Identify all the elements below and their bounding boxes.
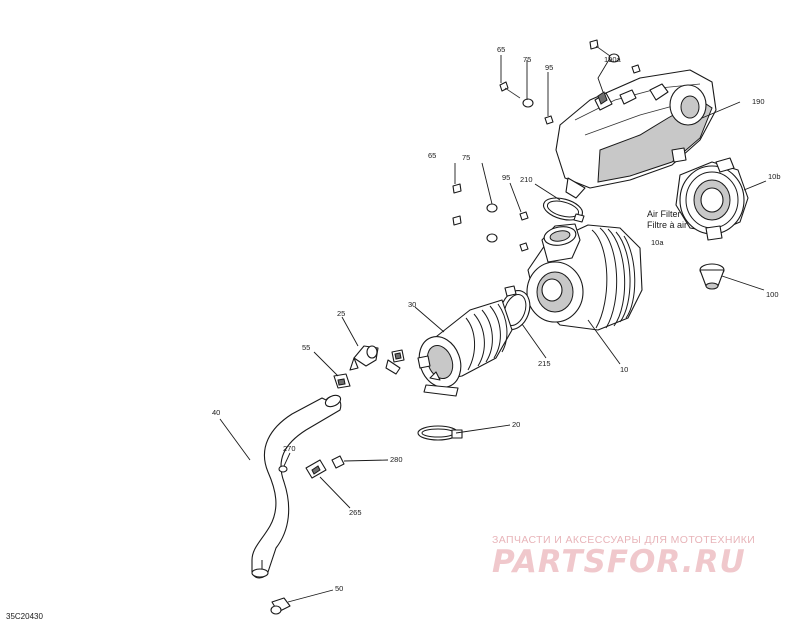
callout-10b: 10b <box>768 172 781 181</box>
intake-duct-30[interactable] <box>412 299 513 397</box>
filter-element-10b[interactable] <box>675 157 749 241</box>
callout-10: 10 <box>620 365 628 374</box>
callout-95: 95 <box>545 63 553 72</box>
clamp-50[interactable] <box>270 597 291 615</box>
callout-75-mid: 75 <box>462 153 470 162</box>
callout-65-mid: 65 <box>428 151 436 160</box>
callout-20: 20 <box>512 420 520 429</box>
clamp-210[interactable] <box>541 194 585 224</box>
watermark-tagline: ЗАПЧАСТИ И АКСЕССУАРЫ ДЛЯ МОТОТЕХНИКИ <box>492 534 755 546</box>
air-filter-housing[interactable] <box>526 223 643 331</box>
clip-55[interactable] <box>333 373 351 389</box>
callout-265: 265 <box>349 508 362 517</box>
callout-50: 50 <box>335 584 343 593</box>
washer-75-top[interactable] <box>522 98 534 108</box>
callout-40: 40 <box>212 408 220 417</box>
clip-pair-25[interactable] <box>385 349 405 375</box>
air-filter-label-fr: Filtre à air <box>647 220 687 230</box>
grommet-270[interactable] <box>278 465 288 473</box>
callout-labels: 65 75 95 190a 190 65 75 95 210 10b 10a 1… <box>212 45 781 593</box>
callout-215: 215 <box>538 359 551 368</box>
callout-100: 100 <box>766 290 779 299</box>
screw-65-top[interactable] <box>499 81 521 99</box>
callout-65: 65 <box>497 45 505 54</box>
callout-95-mid: 95 <box>502 173 510 182</box>
callout-190a: 190a <box>604 55 622 64</box>
callout-190: 190 <box>752 97 765 106</box>
watermark-logo: PARTSFOR.RU <box>492 544 746 580</box>
nut-280[interactable] <box>331 455 345 469</box>
air-filter-label-en: Air Filter <box>647 209 681 219</box>
airbox-cover[interactable] <box>555 69 717 199</box>
nut-95-top[interactable] <box>544 115 554 125</box>
bracket-265[interactable] <box>305 459 327 479</box>
callout-280: 280 <box>390 455 403 464</box>
washer-75-mid[interactable] <box>486 203 498 243</box>
dust-cap-100[interactable] <box>699 263 725 290</box>
callout-25: 25 <box>337 309 345 318</box>
callout-75: 75 <box>523 55 531 64</box>
vent-hose-40[interactable] <box>251 393 342 579</box>
callout-270: 270 <box>283 444 296 453</box>
drawing-number: 35C20430 <box>6 612 43 621</box>
screw-65-mid[interactable] <box>452 183 462 226</box>
elbow-fitting-25[interactable] <box>349 345 379 371</box>
nut-95-mid[interactable] <box>519 211 529 252</box>
callout-30: 30 <box>408 300 416 309</box>
callout-210: 210 <box>520 175 533 184</box>
clamp-20[interactable] <box>417 425 463 441</box>
screw-190a[interactable] <box>589 39 641 74</box>
leader-lines <box>219 55 767 603</box>
callout-55: 55 <box>302 343 310 352</box>
callout-10a: 10a <box>651 238 664 247</box>
